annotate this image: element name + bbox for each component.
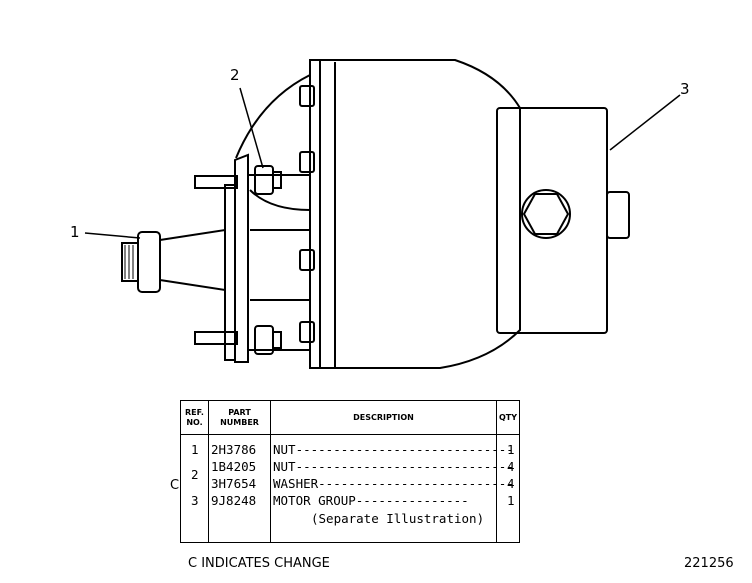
- bolt-1: [299, 85, 315, 107]
- row-ref: 1: [191, 442, 199, 457]
- row-description: NUT-----------------------------: [273, 442, 514, 457]
- row-part-number: 2H3786: [211, 442, 257, 457]
- row-description: MOTOR GROUP---------------: [273, 493, 469, 508]
- callout-2: 2: [230, 66, 240, 84]
- col-rule-2: [270, 435, 271, 542]
- shaft-nut: [137, 231, 161, 293]
- table-row: 3 9J8248 MOTOR GROUP--------------- 1: [181, 492, 519, 509]
- change-mark: C: [170, 478, 180, 493]
- shaft-thread-lines: [124, 245, 134, 279]
- row-ref: 2: [191, 467, 199, 482]
- row-description: NUT-----------------------------: [273, 459, 514, 474]
- adapter-web: [235, 74, 311, 302]
- row-qty: 4: [507, 476, 515, 491]
- table-row: 1 2H3786 NUT----------------------------…: [181, 441, 519, 458]
- header-ref-line2: NO.: [186, 418, 203, 427]
- row-qty: 1: [507, 493, 515, 508]
- parts-table: REF. NO. PART NUMBER DESCRIPTION QTY 1 2…: [180, 400, 520, 543]
- stud-bottom: [194, 331, 238, 345]
- table-row: 3H7654 WASHER-------------------------- …: [181, 475, 519, 492]
- header-ref: REF. NO.: [181, 401, 209, 435]
- leader-1: [84, 232, 141, 239]
- header-part-line1: PART: [228, 408, 251, 417]
- side-fitting: [606, 191, 630, 239]
- mounting-flange: [309, 59, 321, 369]
- housing-outline: [310, 59, 521, 369]
- bolt-3: [299, 249, 315, 271]
- row-part-number: 1B4205: [211, 459, 257, 474]
- table-row: 1B4205 NUT----------------------------- …: [181, 458, 519, 475]
- washer-upper: [272, 171, 282, 189]
- header-part-line2: NUMBER: [220, 418, 259, 427]
- illustration-number: 221256: [684, 556, 734, 571]
- header-ref-line1: REF.: [185, 408, 204, 417]
- terminal-box: [496, 107, 608, 334]
- table-row-ref-merged: 2: [181, 466, 519, 483]
- row-qty: 1: [507, 442, 515, 457]
- terminal-hex: [522, 193, 570, 235]
- row-ref: 3: [191, 493, 199, 508]
- bolt-2: [299, 151, 315, 173]
- col-rule-3: [496, 435, 497, 542]
- terminal-hex-ring: [521, 189, 571, 239]
- leader-2: [239, 87, 264, 169]
- row-qty: 4: [507, 459, 515, 474]
- header-description: DESCRIPTION: [271, 401, 497, 435]
- header-qty: QTY: [498, 413, 518, 422]
- washer-lower: [272, 331, 282, 349]
- motor-assembly-drawing: [84, 59, 681, 369]
- shaft-thread: [121, 242, 139, 282]
- stud-top: [194, 175, 238, 189]
- callout-3: 3: [680, 80, 690, 98]
- adapter-side-plate: [224, 184, 236, 361]
- bolt-4: [299, 321, 315, 343]
- table-row-continuation: (Separate Illustration): [181, 510, 519, 527]
- header-rule: [181, 434, 519, 435]
- change-note: C INDICATES CHANGE: [188, 556, 330, 571]
- nut-upper: [254, 165, 274, 195]
- col-rule-1: [208, 435, 209, 542]
- leader-3: [609, 94, 681, 151]
- shaft: [159, 228, 226, 292]
- header-part-number: PART NUMBER: [209, 401, 271, 435]
- row-continuation: (Separate Illustration): [311, 511, 485, 526]
- adapter-body: [248, 174, 310, 351]
- row-description: WASHER--------------------------: [273, 476, 514, 491]
- row-part-number: 9J8248: [211, 493, 257, 508]
- callout-1: 1: [70, 223, 80, 241]
- row-part-number: 3H7654: [211, 476, 257, 491]
